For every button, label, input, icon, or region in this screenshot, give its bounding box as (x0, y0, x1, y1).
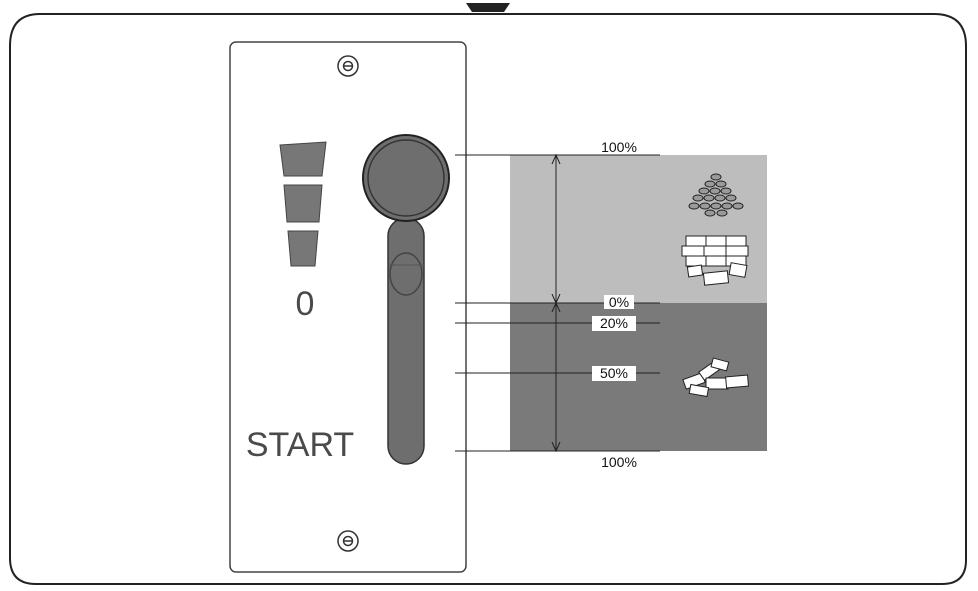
lever-detent (389, 252, 423, 296)
lever-knob[interactable] (362, 134, 450, 222)
frame-tab (466, 3, 510, 12)
fifty-percent-label: 50% (600, 365, 628, 381)
zero-label: 0 (296, 285, 315, 323)
dark-zone (510, 303, 767, 451)
bottom-full-label: 100% (601, 454, 637, 470)
brick-stack-icon (681, 235, 749, 286)
level-indicator-icon (279, 141, 327, 267)
label-backgrounds (592, 140, 640, 469)
twenty-percent-label: 20% (600, 315, 628, 331)
outer-frame (9, 13, 967, 585)
bottom-screw-icon (337, 530, 359, 552)
scattered-bricks-icon (682, 357, 750, 398)
lever-slot[interactable] (387, 217, 425, 465)
top-full-label: 100% (601, 139, 637, 155)
control-panel (229, 41, 467, 573)
top-screw-icon (337, 55, 359, 77)
grain-pile-icon (688, 173, 744, 217)
zero-percent-label: 0% (609, 294, 629, 310)
start-label: START (246, 426, 354, 464)
